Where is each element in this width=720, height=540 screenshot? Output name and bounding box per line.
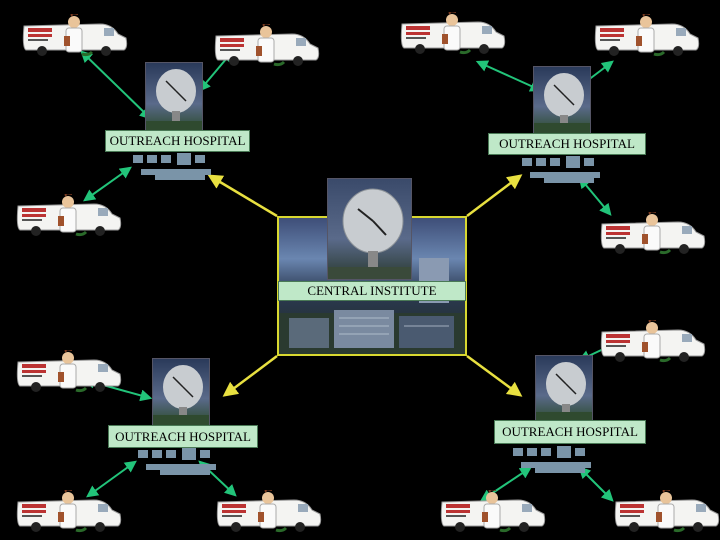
hospital-building-top-right [522, 156, 602, 184]
doctor-icon [256, 22, 286, 67]
dish-photo-top-right [533, 66, 591, 134]
doctor-icon [58, 348, 88, 393]
ambulance-van-icon [598, 210, 708, 258]
ambulance-van-icon [14, 348, 124, 396]
ambulance-van-icon [20, 12, 130, 60]
link-van-tl-1 [80, 50, 152, 120]
link-central-top-left [207, 174, 278, 218]
satellite-dish-icon [146, 69, 202, 131]
satellite-dish-icon [328, 188, 411, 279]
ambulance-van-icon [438, 488, 548, 536]
doctor-icon [58, 192, 88, 237]
hospital-building-top-left [133, 153, 213, 181]
dish-photo-bottom-right [535, 355, 593, 423]
dish-photo-top-left [145, 62, 203, 132]
link-van-tl-3 [83, 166, 132, 202]
doctor-icon [58, 488, 88, 533]
doctor-icon [642, 210, 672, 255]
doctor-icon [636, 12, 666, 57]
link-central-top-right [466, 174, 523, 217]
ambulance-van-icon [398, 10, 508, 58]
ambulance-van-icon [14, 192, 124, 240]
central-dish-photo [327, 178, 412, 280]
link-central-bottom-right [466, 354, 523, 397]
outreach-hospital-label-bottom-right: OUTREACH HOSPITAL [494, 420, 646, 444]
ambulance-van-icon [214, 488, 324, 536]
doctor-icon [442, 10, 472, 55]
outreach-hospital-label-bottom-left: OUTREACH HOSPITAL [108, 425, 258, 448]
link-van-br-3 [578, 466, 614, 502]
doctor-icon [482, 488, 512, 533]
ambulance-van-icon [612, 488, 720, 536]
satellite-dish-icon [536, 362, 592, 422]
hospital-building-bottom-right [513, 446, 593, 474]
satellite-dish-icon [534, 73, 590, 133]
link-central-bottom-left [222, 355, 278, 397]
outreach-hospital-label-top-left: OUTREACH HOSPITAL [105, 130, 250, 152]
link-van-tr-3 [578, 176, 612, 216]
ambulance-van-icon [14, 488, 124, 536]
outreach-hospital-label-top-right: OUTREACH HOSPITAL [488, 133, 646, 155]
satellite-dish-icon [153, 365, 209, 425]
ambulance-van-icon [592, 12, 702, 60]
ambulance-van-icon [598, 318, 708, 366]
doctor-icon [642, 318, 672, 363]
hospital-building-bottom-left [138, 448, 218, 476]
dish-photo-bottom-left [152, 358, 210, 426]
link-van-tr-1 [475, 60, 543, 92]
doctor-icon [64, 12, 94, 57]
ambulance-van-icon [212, 22, 322, 70]
central-institute-label: CENTRAL INSTITUTE [278, 281, 466, 301]
doctor-icon [656, 488, 686, 533]
doctor-icon [258, 488, 288, 533]
link-van-bl-2 [86, 460, 137, 498]
